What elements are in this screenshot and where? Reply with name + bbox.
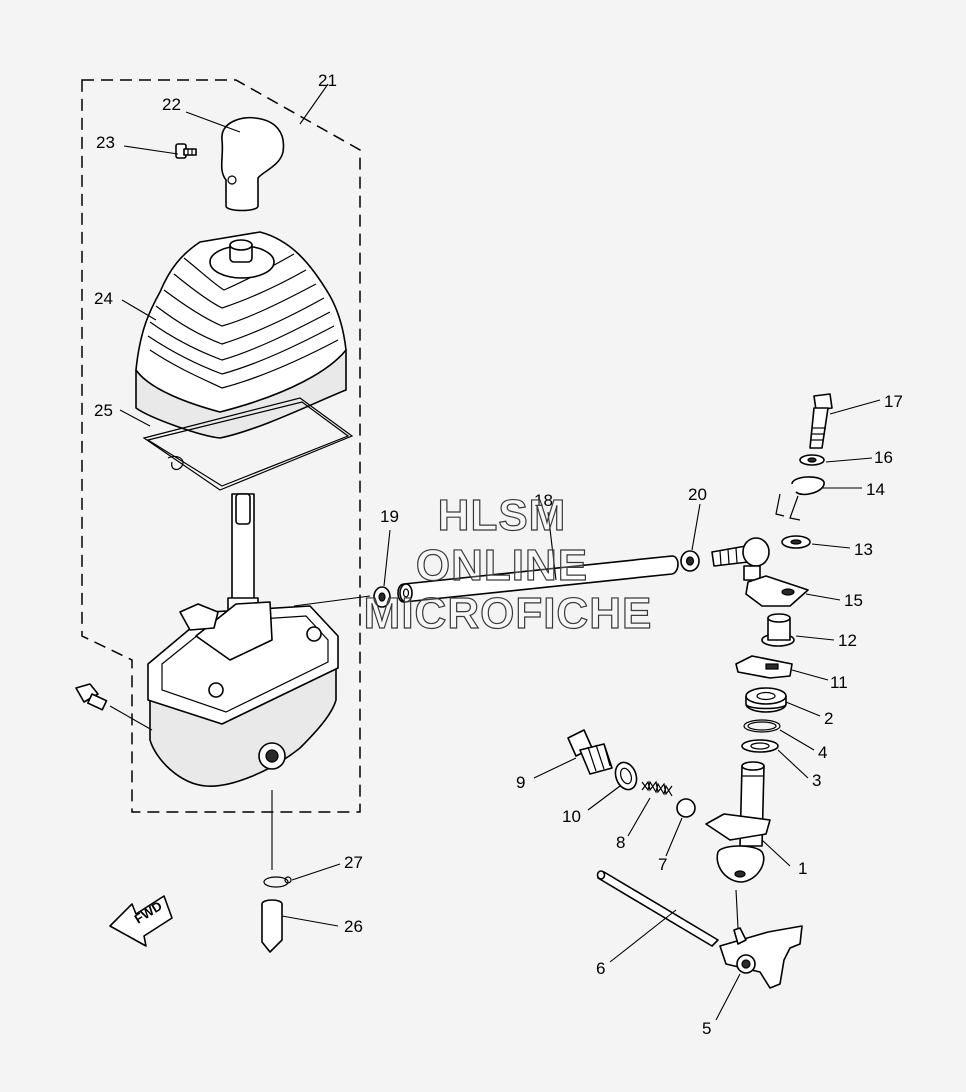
part-nut-19[interactable] — [373, 586, 391, 608]
callout-10: 10 — [562, 807, 581, 826]
part-ball-7[interactable] — [676, 798, 696, 818]
callout-6: 6 — [596, 959, 605, 978]
callout-2: 2 — [824, 709, 833, 728]
part-bushing-12[interactable] — [761, 613, 795, 647]
callout-26: 26 — [344, 917, 363, 936]
part-fork-rod-6[interactable] — [596, 870, 719, 947]
watermark-line-3: MICROFICHE — [364, 589, 653, 638]
part-shift-shaft-1[interactable] — [705, 761, 771, 883]
part-spring-8[interactable] — [641, 780, 673, 797]
callout-labels: 1 2 3 4 5 6 7 8 9 10 11 12 13 14 15 16 1… — [94, 71, 903, 1038]
callout-1: 1 — [798, 859, 807, 878]
callout-7: 7 — [658, 855, 667, 874]
part-plug-9[interactable] — [567, 729, 613, 775]
callout-14: 14 — [866, 480, 885, 499]
callout-23: 23 — [96, 133, 115, 152]
callout-15: 15 — [844, 591, 863, 610]
callout-8: 8 — [616, 833, 625, 852]
part-sleeve-26[interactable] — [261, 899, 283, 953]
part-shift-fork-5[interactable] — [719, 925, 803, 989]
part-knob-22[interactable] — [220, 116, 285, 212]
callout-17: 17 — [884, 392, 903, 411]
callout-24: 24 — [94, 289, 113, 308]
part-seal-2[interactable] — [745, 687, 787, 713]
part-washer-3[interactable] — [741, 739, 779, 753]
part-lever-arm-15[interactable] — [745, 575, 809, 607]
callout-18: 18 — [534, 491, 553, 510]
part-nut-20[interactable] — [680, 550, 700, 572]
watermark-line-2: ONLINE — [416, 541, 588, 590]
callout-13: 13 — [854, 540, 873, 559]
callout-20: 20 — [688, 485, 707, 504]
callout-25: 25 — [94, 401, 113, 420]
part-clip-14[interactable] — [775, 476, 825, 521]
part-gasket-25[interactable] — [142, 397, 354, 491]
part-bolt-17[interactable] — [809, 393, 833, 449]
part-washer-13[interactable] — [781, 535, 811, 549]
part-housing-bolt[interactable] — [75, 683, 108, 711]
fwd-direction-arrow: FWD — [109, 895, 173, 947]
part-boot-24[interactable] — [135, 231, 347, 439]
assembly-boundary-21 — [81, 79, 361, 813]
callout-21: 21 — [318, 71, 337, 90]
callout-16: 16 — [874, 448, 893, 467]
callout-3: 3 — [812, 771, 821, 790]
part-washer-16[interactable] — [799, 454, 825, 466]
callout-27: 27 — [344, 853, 363, 872]
part-rod-18[interactable] — [397, 555, 679, 603]
callout-12: 12 — [838, 631, 857, 650]
callout-11: 11 — [830, 673, 848, 692]
part-screw-23[interactable] — [175, 143, 197, 159]
leader-lines — [109, 83, 881, 1021]
part-lever-housing[interactable] — [147, 601, 339, 787]
callout-5: 5 — [702, 1019, 711, 1038]
part-circlip-4[interactable] — [743, 719, 781, 733]
callout-4: 4 — [818, 743, 827, 762]
part-rod-end[interactable] — [711, 537, 770, 581]
part-clip-27[interactable] — [263, 876, 292, 888]
callout-19: 19 — [380, 507, 399, 526]
part-oring-10[interactable] — [612, 759, 640, 792]
part-plate-11[interactable] — [735, 655, 793, 679]
callout-9: 9 — [516, 773, 525, 792]
watermark: HLSM ONLINE MICROFICHE — [363, 490, 653, 638]
callout-22: 22 — [162, 95, 181, 114]
watermark-line-1: HLSM — [438, 491, 567, 540]
